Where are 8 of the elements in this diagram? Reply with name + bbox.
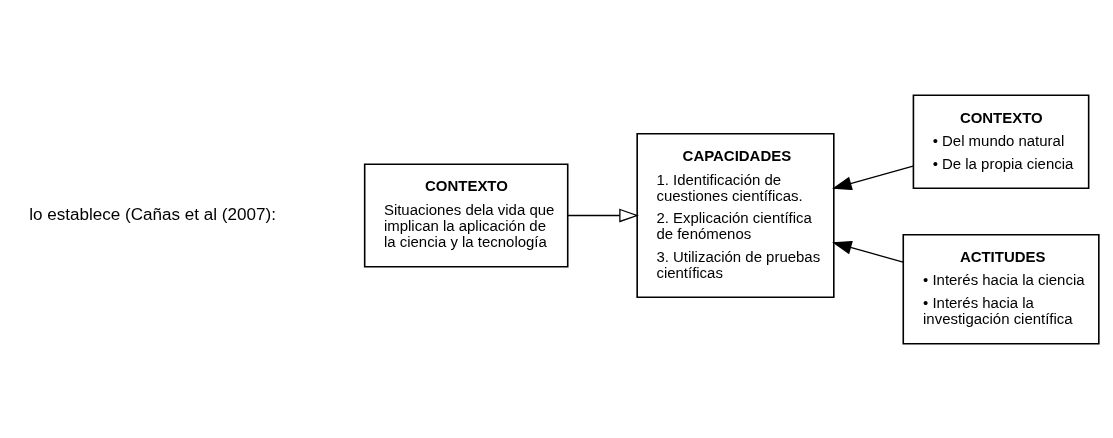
node-box: ACTITUDES • Interés hacia la ciencia • Interés hacia la investigación científica xyxy=(902,233,1100,345)
arrow xyxy=(567,208,639,222)
label: lo establece (Cañas et al (2007): xyxy=(29,204,276,224)
node-box: CAPACIDADES 1. Identificación de cuestiones científicas. 2. Explicación científica de fenómenos 3. Utilización de pruebas científicas xyxy=(636,132,835,298)
node-box: CONTEXTO Situaciones dela vida que implican la aplicación de la ciencia y la tecnología xyxy=(363,162,569,268)
node-box: CONTEXTO • Del mundo natural • De la propia ciencia xyxy=(912,93,1090,189)
arrow xyxy=(832,240,904,263)
arrow xyxy=(832,164,914,190)
